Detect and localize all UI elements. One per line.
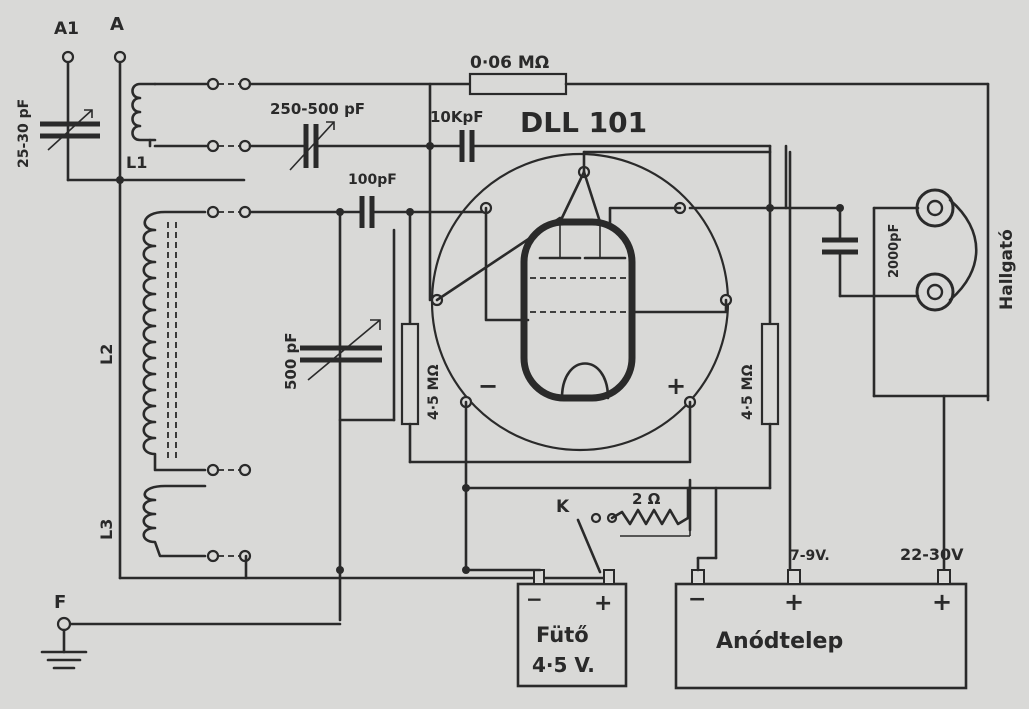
heater-voltage: 4·5 V.: [532, 653, 595, 677]
antenna-section: A1 A 25-30 pF: [16, 14, 246, 580]
coil-l1: L1: [126, 82, 212, 172]
cap-2000-label: 2000pF: [887, 224, 902, 278]
tube-pin-minus: −: [478, 372, 498, 400]
cap-250-500-label: 250-500 pF: [270, 100, 365, 118]
heater-battery: − + Fütő 4·5 V.: [464, 568, 628, 688]
grid-leak-label: 4·5 MΩ: [426, 364, 442, 420]
resistor-grid-leak: 4·5 MΩ: [400, 322, 690, 464]
resistor-top-label: 0·06 MΩ: [470, 53, 549, 73]
anode-tap-low: 7-9V.: [790, 548, 830, 564]
tube-pin-plus: +: [666, 372, 686, 400]
tuning-cap-500: 500 pF: [248, 208, 382, 572]
rheostat-label: 2 Ω: [632, 490, 661, 508]
antenna-terminal-a: [113, 50, 127, 64]
anode-plus-low: +: [784, 588, 804, 616]
anode-battery: − + + Anódtelep 7-9V. 22-30V: [674, 486, 968, 690]
switch-k: K 2 Ω: [556, 486, 691, 574]
heater-plus: +: [594, 591, 612, 616]
coil-plugs: [206, 77, 252, 563]
label-a: A: [110, 14, 124, 35]
anode-tap-high: 22-30V: [900, 545, 964, 564]
tuning-cap-label: 500 pF: [282, 332, 300, 390]
ground-terminal: [56, 616, 72, 632]
label-l2: L2: [97, 344, 116, 365]
resistor-0.06M: [468, 72, 568, 96]
plate-resistor-label: 4·5 MΩ: [740, 364, 756, 420]
label-a1: A1: [54, 19, 79, 39]
tube-label: DLL 101: [520, 106, 647, 139]
cap-10k: 10KpF: [426, 82, 772, 302]
heater-minus: −: [526, 587, 543, 611]
switch-label: K: [556, 497, 570, 517]
cap-2000pf: 2000pF: [822, 206, 990, 398]
label-l1: L1: [126, 153, 147, 172]
label-l3: L3: [97, 519, 116, 540]
antenna-terminal-a1: [61, 50, 75, 64]
tube-dll101: DLL 101 − +: [430, 106, 733, 452]
anode-plus-high: +: [932, 588, 952, 616]
anode-label: Anódtelep: [716, 629, 843, 654]
resistor-plate: 4·5 MΩ: [464, 322, 780, 490]
label-f: F: [54, 592, 66, 613]
cap-10k-label: 10KpF: [430, 108, 483, 126]
anode-minus: −: [688, 587, 706, 612]
coil-l2-l3: L2 L3: [97, 210, 207, 558]
loudspeaker-label: Hallgató: [997, 229, 1017, 310]
cap-100pf-label: 100pF: [348, 172, 397, 188]
cap-antenna-label: 25-30 pF: [16, 99, 32, 168]
loudspeaker: Hallgató: [915, 188, 1017, 312]
heater-label: Fütő: [536, 623, 589, 647]
cap-250-500: 250-500 pF: [248, 100, 432, 171]
cap-100pf: 100pF: [348, 172, 487, 326]
